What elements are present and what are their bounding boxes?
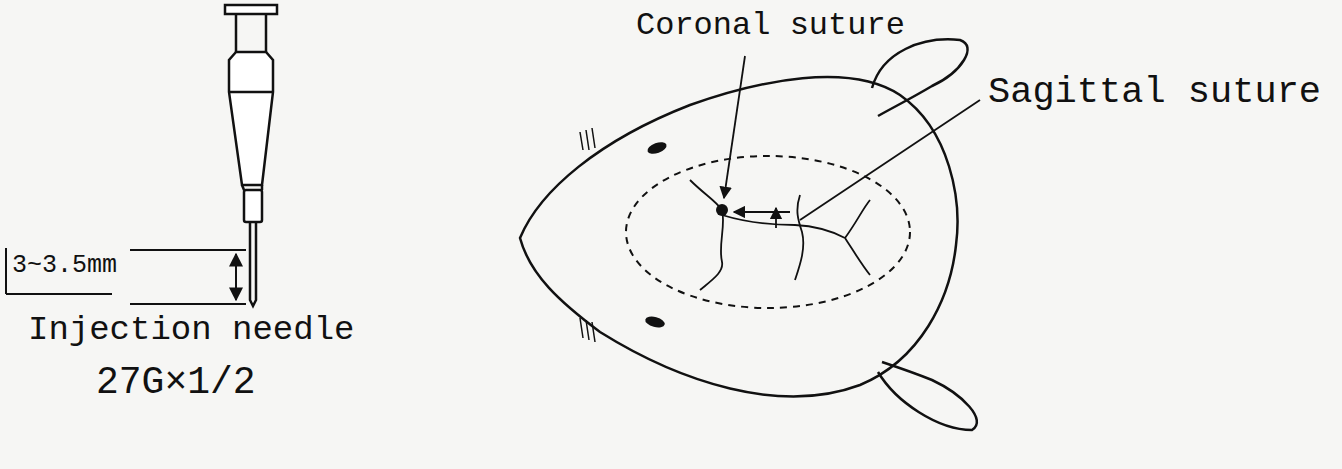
skull-sutures: [690, 180, 870, 290]
dimension-label: 3~3.5mm: [12, 252, 117, 280]
part-name: Injection needle: [28, 312, 354, 349]
pointer-arrows: [724, 56, 980, 228]
whiskers: [580, 128, 595, 342]
part-spec: 27G×1/2: [96, 362, 256, 404]
syringe-needle: [225, 5, 277, 306]
eyes: [644, 140, 668, 330]
dimension-lines: [6, 248, 246, 304]
suture-label: Coronal suture: [636, 8, 905, 43]
suture-label: Sagittal suture: [988, 72, 1321, 113]
mouse-head: [520, 39, 977, 430]
injection-point: [716, 204, 728, 216]
